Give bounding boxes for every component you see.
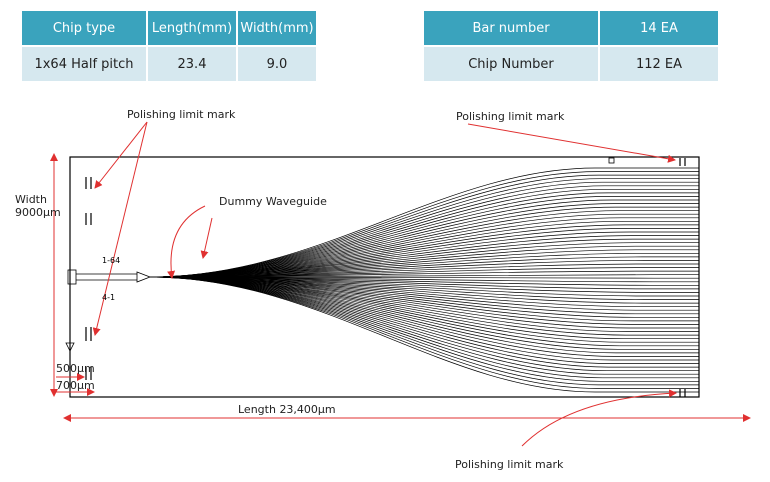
bar-number-value: 14 EA xyxy=(600,11,718,45)
port-label-top: 1-64 xyxy=(102,256,120,265)
chip-type-cell: 1x64 Half pitch xyxy=(22,47,146,81)
bar-spec-table: Bar number 14 EA Chip Number 112 EA xyxy=(422,9,720,83)
chip-outline xyxy=(69,156,700,398)
length-label: Length 23,400μm xyxy=(238,403,336,416)
waveguide xyxy=(149,276,699,340)
waveguide xyxy=(149,276,699,364)
dummy-waveguide-label: Dummy Waveguide xyxy=(219,195,327,208)
width-value-label: 9000μm xyxy=(15,206,61,219)
annotation-arrows xyxy=(50,121,751,447)
bar-number-row: Bar number 14 EA xyxy=(424,11,718,45)
chip-number-label: Chip Number xyxy=(424,47,598,81)
waveguide xyxy=(149,276,699,290)
width-cell: 9.0 xyxy=(238,47,316,81)
port-label-bottom: 4-1 xyxy=(102,293,115,302)
length-header: Length(mm) xyxy=(148,11,236,45)
waveguide xyxy=(149,276,699,343)
waveguide xyxy=(149,276,699,382)
chip-number-value: 112 EA xyxy=(600,47,718,81)
polishing-limit-marks xyxy=(85,158,686,397)
alignment-mark xyxy=(608,157,615,164)
length-cell: 23.4 xyxy=(148,47,236,81)
width-header: Width(mm) xyxy=(238,11,316,45)
chip-number-row: Chip Number 112 EA xyxy=(424,47,718,81)
reference-mark-icon xyxy=(65,342,75,352)
waveguide xyxy=(149,276,699,368)
chip-spec-row: 1x64 Half pitch 23.4 9.0 xyxy=(22,47,316,81)
polishing-label-left: Polishing limit mark xyxy=(127,108,236,121)
chip-type-header: Chip type xyxy=(22,11,146,45)
waveguide xyxy=(149,276,699,393)
dim-700-label: 700μm xyxy=(56,379,95,392)
chip-spec-header-row: Chip type Length(mm) Width(mm) xyxy=(22,11,316,45)
polishing-label-bottom: Polishing limit mark xyxy=(455,458,564,471)
polishing-label-top-right: Polishing limit mark xyxy=(456,110,565,123)
waveguide xyxy=(149,178,699,278)
chip-spec-table: Chip type Length(mm) Width(mm) 1x64 Half… xyxy=(20,9,318,83)
width-label: Width xyxy=(15,193,47,206)
input-port xyxy=(67,269,152,285)
waveguide-array xyxy=(149,167,699,393)
bar-number-label: Bar number xyxy=(424,11,598,45)
dim-500-label: 500μm xyxy=(56,362,95,375)
